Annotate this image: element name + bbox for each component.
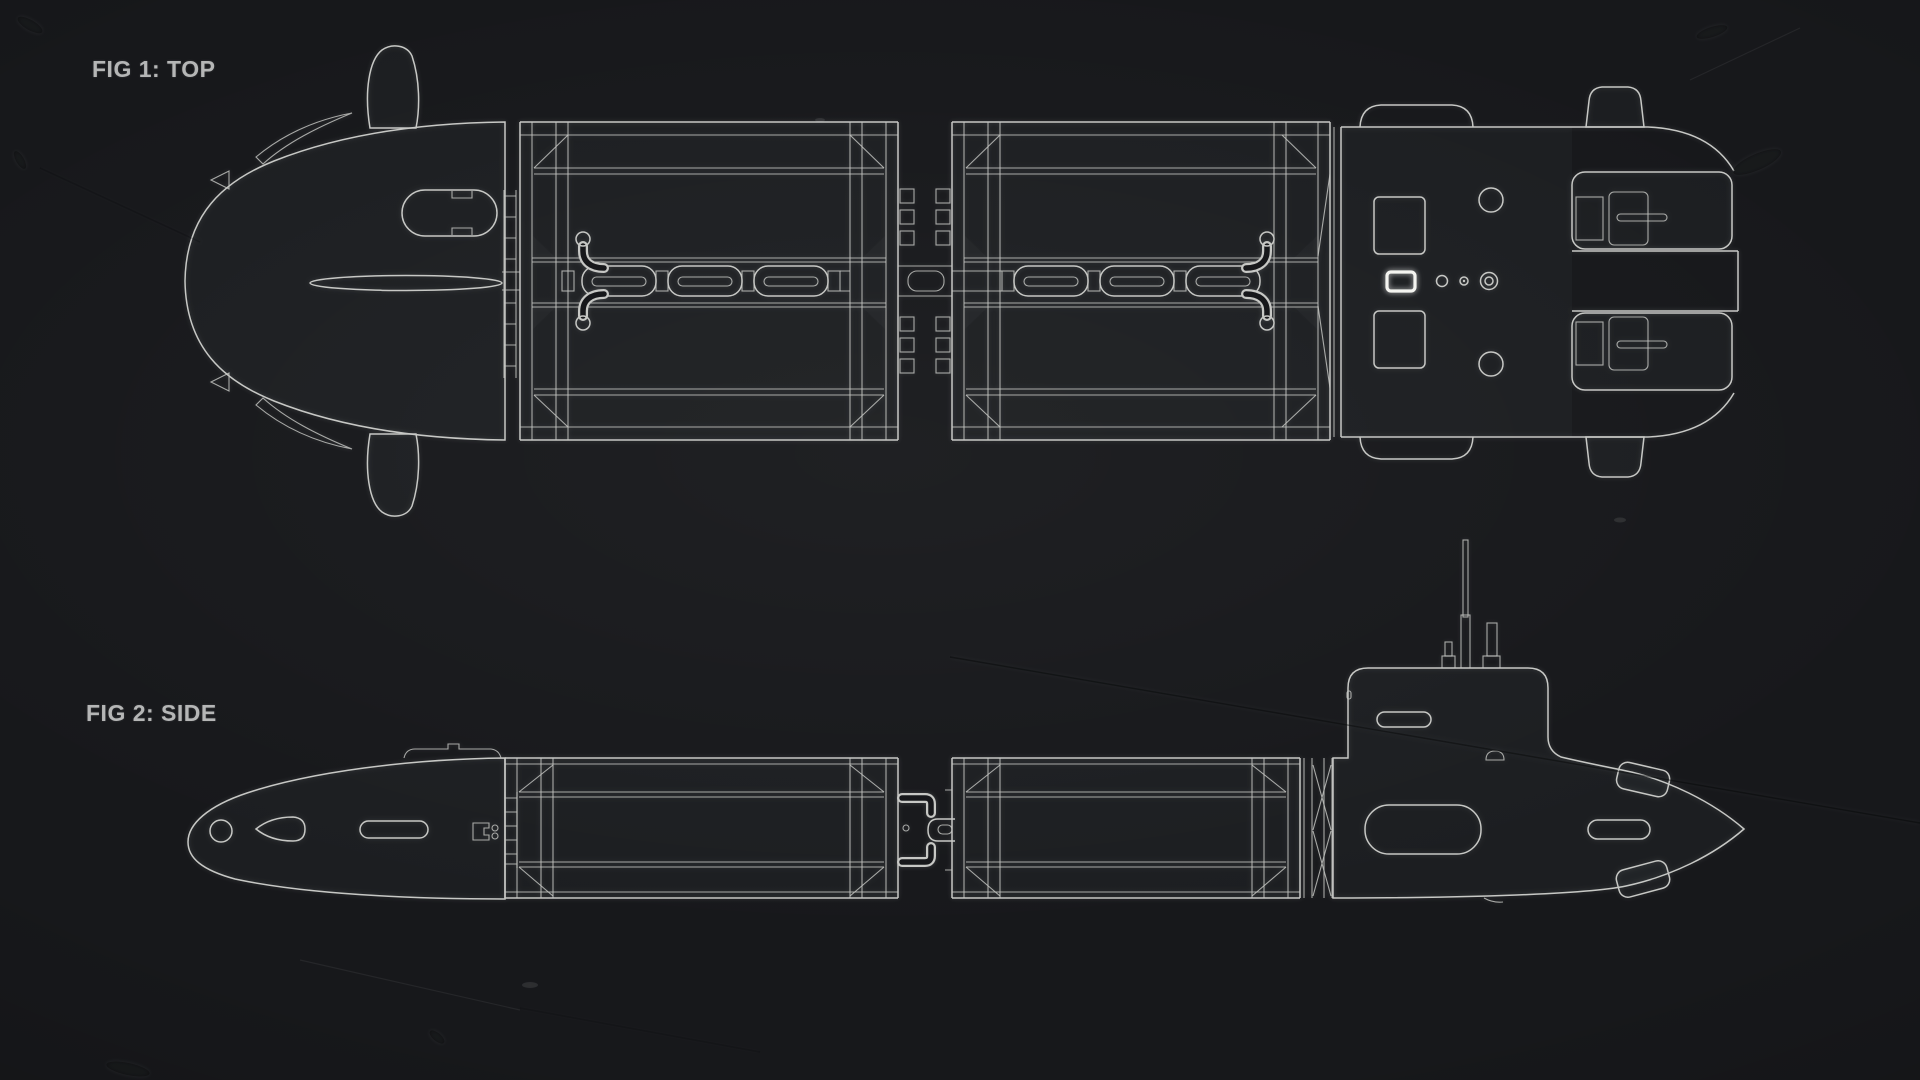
stern-fin-lower — [1585, 436, 1645, 478]
side-view-stern — [1332, 539, 1746, 903]
rudder-fin-upper — [1615, 761, 1671, 798]
side-view-nose — [187, 743, 518, 900]
side-view-cargo-module-2 — [951, 757, 1301, 899]
top-view-stern — [1317, 86, 1739, 478]
side-porthole — [209, 819, 233, 843]
top-view — [184, 45, 1739, 517]
top-spine-links-1 — [561, 265, 850, 297]
top-view-bow-planes — [366, 45, 420, 517]
top-spine-hook-bow — [575, 231, 609, 331]
periscope-masts — [1441, 539, 1501, 669]
rudder-fin-lower — [1615, 860, 1671, 898]
stern-fin-upper — [1585, 86, 1645, 128]
aft-window-slot — [1587, 819, 1651, 840]
side-view-bulkhead — [1303, 758, 1333, 898]
stern-hatch-lower — [1373, 310, 1426, 369]
texture-scratches — [13, 16, 1920, 1077]
top-view-nose — [184, 112, 520, 450]
top-keel-blade — [309, 274, 503, 292]
stern-bright-marker — [1385, 270, 1417, 293]
side-view-cargo-module-1 — [504, 757, 899, 899]
engine-pod-window — [1364, 804, 1482, 855]
stern-prong-lower — [1571, 312, 1733, 391]
side-window-slot — [359, 820, 429, 839]
side-view — [187, 539, 1746, 903]
stern-hatch-upper — [1373, 196, 1426, 255]
top-view-cargo-module-2 — [951, 121, 1331, 441]
fig2-side-label: FIG 2: SIDE — [86, 700, 217, 726]
top-view-cargo-module-1 — [519, 121, 899, 441]
top-view-nose-joint — [503, 190, 517, 378]
sail-vent — [1376, 711, 1432, 728]
stern-prong-upper — [1571, 171, 1733, 250]
side-view-coupling — [897, 789, 955, 871]
top-spine-links-2 — [952, 265, 1261, 297]
fig1-top-label: FIG 1: TOP — [92, 56, 216, 82]
top-hatch-capsule — [401, 189, 498, 237]
top-spine-hook-stern — [1241, 231, 1275, 331]
top-view-coupling — [898, 188, 952, 374]
